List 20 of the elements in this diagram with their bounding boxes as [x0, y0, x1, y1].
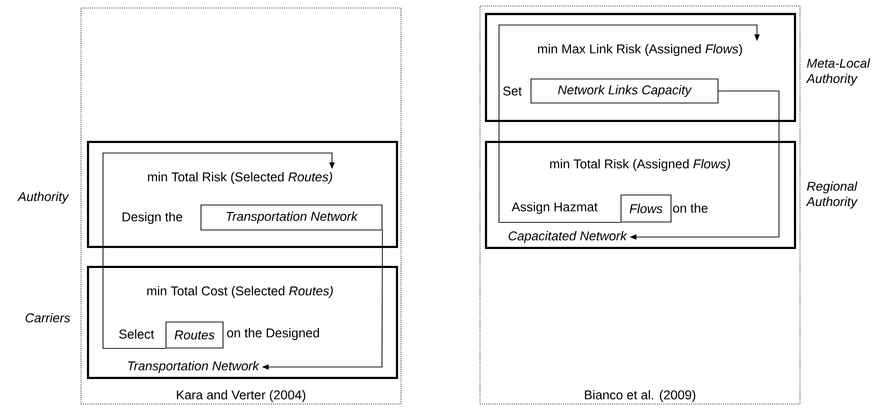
- highlight-box: Network Links Capacity: [530, 78, 718, 104]
- node-label: Assign Hazmat: [512, 202, 598, 214]
- node-label: on the Designed: [227, 328, 319, 340]
- node-label: Select: [119, 329, 154, 339]
- node-label: min Total Cost (Selected Routes): [147, 286, 333, 298]
- side-label: Carriers: [26, 313, 70, 322]
- arrow: [102, 152, 335, 349]
- highlight-box: Flows: [620, 194, 672, 222]
- objective-text: Transportation Network: [128, 361, 260, 373]
- side-label: Regional Authority: [806, 181, 858, 209]
- objective-text: Capacitated Network: [508, 231, 628, 243]
- arrow: [498, 24, 760, 223]
- objective-text: min Total Risk (Assigned Flows): [550, 159, 730, 171]
- highlight-box: Transportation Network: [200, 204, 382, 230]
- objective-text: min Max Link Risk (Assigned Flows): [538, 44, 742, 56]
- node-label: on the: [673, 203, 708, 213]
- side-label: Meta-Local Authority: [806, 58, 870, 86]
- highlight-box: Routes: [166, 322, 224, 348]
- side-label: Authority: [17, 192, 70, 204]
- objective-text: min Total Risk (Selected Routes): [148, 172, 332, 184]
